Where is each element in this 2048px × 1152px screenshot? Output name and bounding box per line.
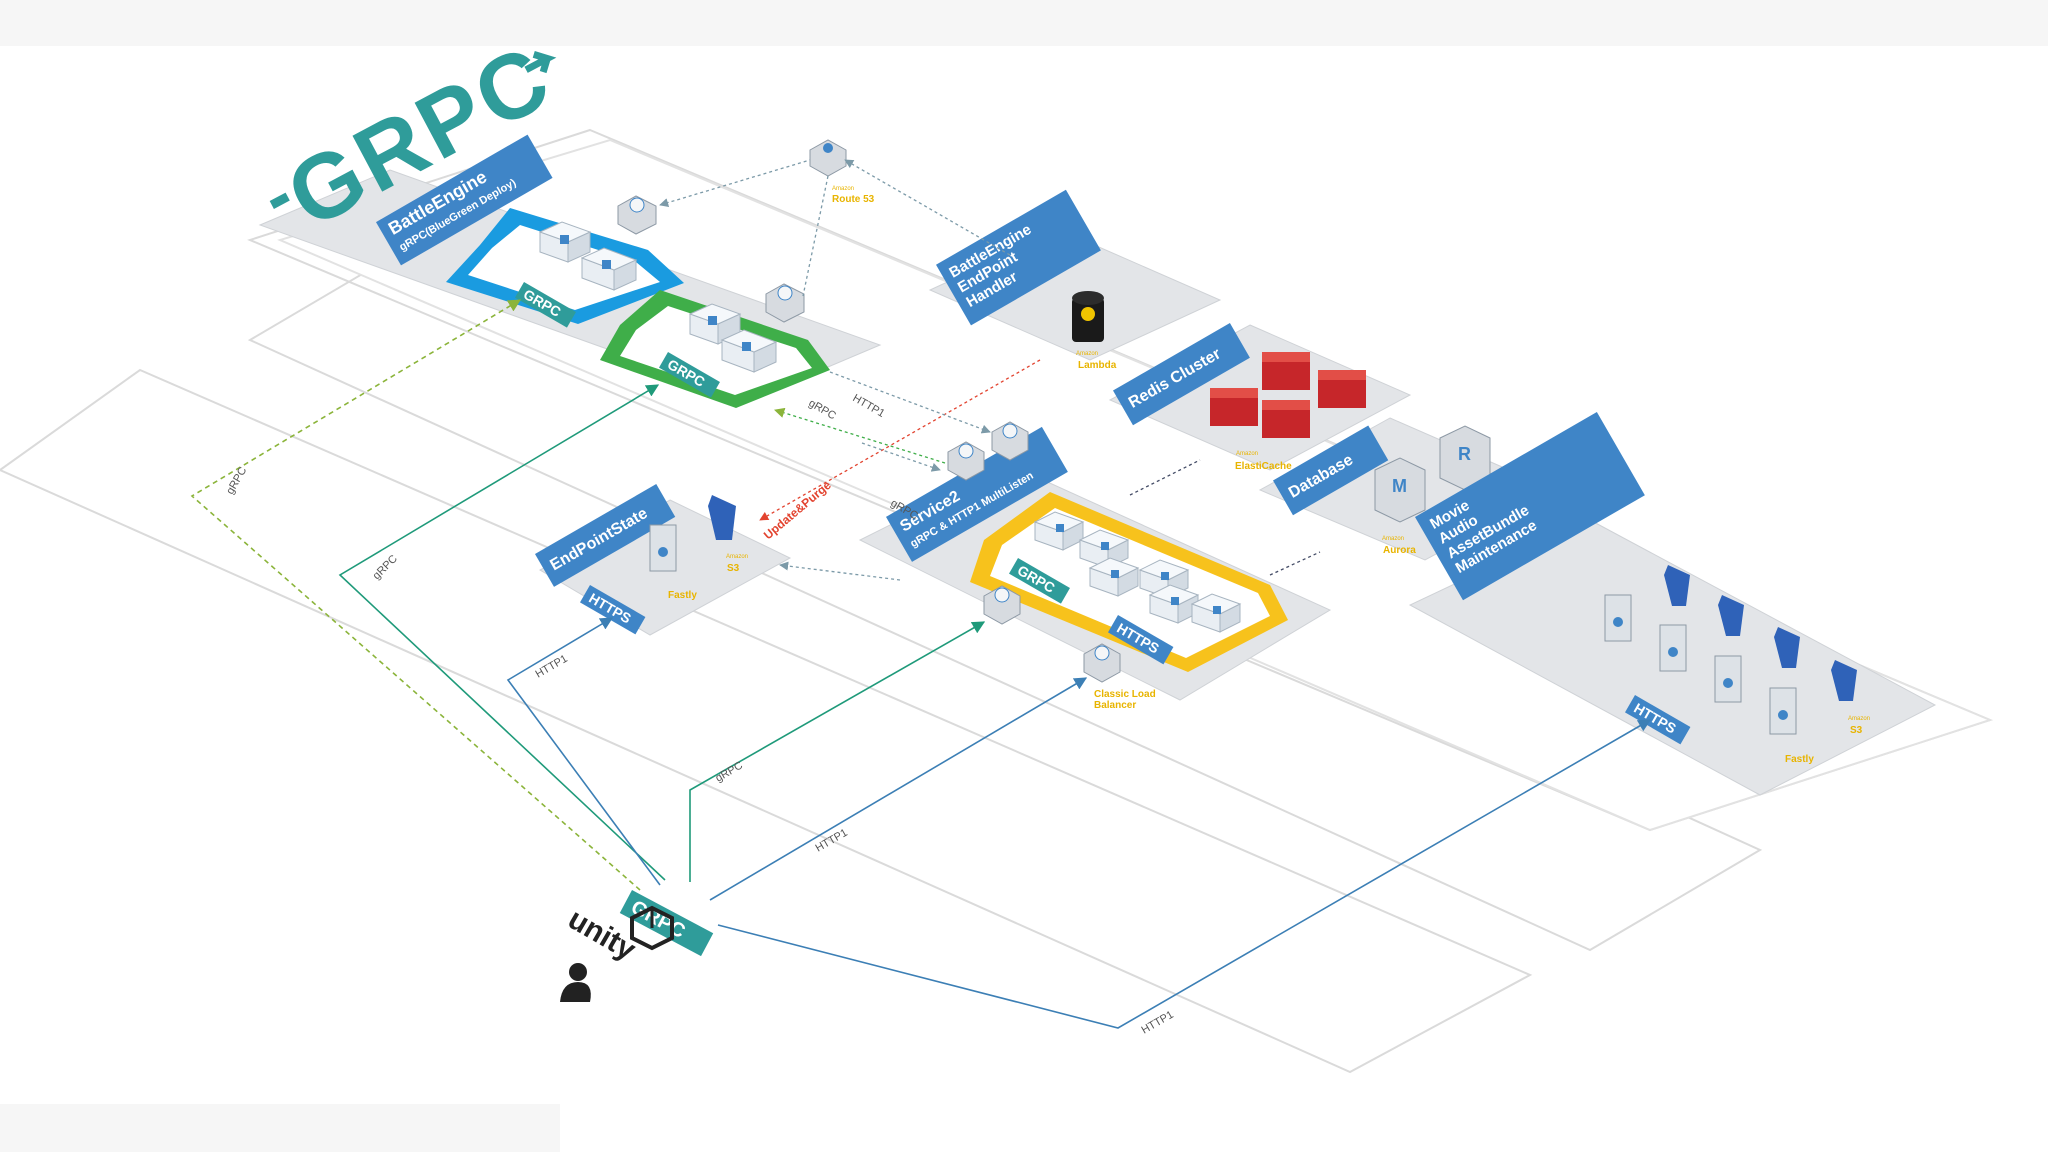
load-balancer-icon	[983, 585, 1021, 625]
endpoint-state-fastly-label: Fastly	[668, 590, 697, 601]
bottom-band-right	[560, 1104, 2048, 1152]
s3-bucket-icon	[1718, 595, 1744, 636]
load-balancer-icon	[991, 421, 1029, 461]
client-connections	[190, 299, 1652, 1029]
elasticache-label: ElastiCache	[1235, 461, 1292, 472]
elasticache-small-label: Amazon	[1236, 451, 1258, 457]
assets-s3-small-label: Amazon	[1848, 716, 1870, 722]
redis-icon	[1262, 400, 1310, 438]
battle-engine-header	[376, 134, 553, 266]
s3-bucket-icon	[1831, 660, 1857, 701]
fastly-server-icon	[1714, 655, 1742, 703]
lambda-icon	[1072, 291, 1104, 342]
http1-lb-label: HTTP1	[814, 827, 850, 855]
fastly-server-icon	[1769, 687, 1797, 735]
fastly-server-icon	[1659, 624, 1687, 672]
endpoint-state-s3-label: S3	[727, 563, 740, 574]
route53-icon: Amazon Route 53	[809, 139, 875, 205]
assets-s3-label: S3	[1850, 725, 1863, 736]
assets-fastly-label: Fastly	[1785, 754, 1814, 765]
classic-lb-label-line1: Classic Load	[1094, 689, 1156, 700]
grpc-service2-label: gRPC	[714, 760, 745, 785]
aurora-label: Aurora	[1383, 545, 1416, 556]
container-icon	[580, 247, 638, 291]
classic-load-balancer-icon	[1083, 643, 1121, 683]
fastly-server-icon	[649, 524, 677, 572]
internal-links	[659, 159, 1321, 581]
grpc-dashed-label: gRPC	[224, 465, 249, 496]
battle-engine-panel: BattleEngine gRPC(BlueGreen Deploy) GRPC…	[258, 134, 882, 408]
redis-icon	[1318, 370, 1366, 408]
svg-text:R: R	[1458, 444, 1471, 464]
classic-lb-label-line2: Balancer	[1094, 700, 1136, 711]
load-balancer-icon	[617, 195, 657, 235]
redis-icon	[1210, 388, 1258, 426]
container-icon	[688, 303, 742, 345]
lambda-small-label: Amazon	[1076, 351, 1098, 357]
load-balancer-icon	[765, 283, 805, 323]
container-icon	[1190, 593, 1242, 633]
update-purge-label: Update&Purge	[761, 478, 834, 543]
aurora-small-label: Amazon	[1382, 536, 1404, 542]
container-icon	[538, 221, 592, 263]
http1-state-label: HTTP1	[534, 653, 570, 681]
user-icon	[560, 963, 591, 1002]
endpoint-state-s3-small-label: Amazon	[726, 554, 748, 560]
unity-logo-icon	[630, 905, 674, 951]
route53-small-label: Amazon	[832, 186, 854, 192]
service2-panel: Service2 gRPC & HTTP1 MultiListen GRPC H…	[858, 421, 1332, 711]
load-balancer-icon	[947, 441, 985, 481]
s3-bucket-icon	[708, 495, 736, 540]
lambda-label: Lambda	[1078, 360, 1117, 371]
container-icon	[1033, 511, 1085, 551]
s3-bucket-icon	[1664, 565, 1690, 606]
svg-text:M: M	[1392, 476, 1407, 496]
container-icon	[720, 329, 778, 373]
container-icon	[1088, 557, 1140, 597]
endpoint-state-panel: EndPointState HTTPS Fastly Amazon S3	[535, 484, 792, 636]
s3-bucket-icon	[1774, 627, 1800, 668]
aurora-master-icon: M	[1374, 457, 1426, 523]
fastly-server-icon	[1604, 594, 1632, 642]
assets-panel: Movie Audio AssetBundle Maintenance HTTP…	[1408, 412, 1937, 796]
grpc-battle-label: gRPC	[371, 553, 400, 582]
top-band	[0, 0, 2048, 46]
redis-icon	[1262, 352, 1310, 390]
route53-label: Route 53	[832, 194, 875, 205]
